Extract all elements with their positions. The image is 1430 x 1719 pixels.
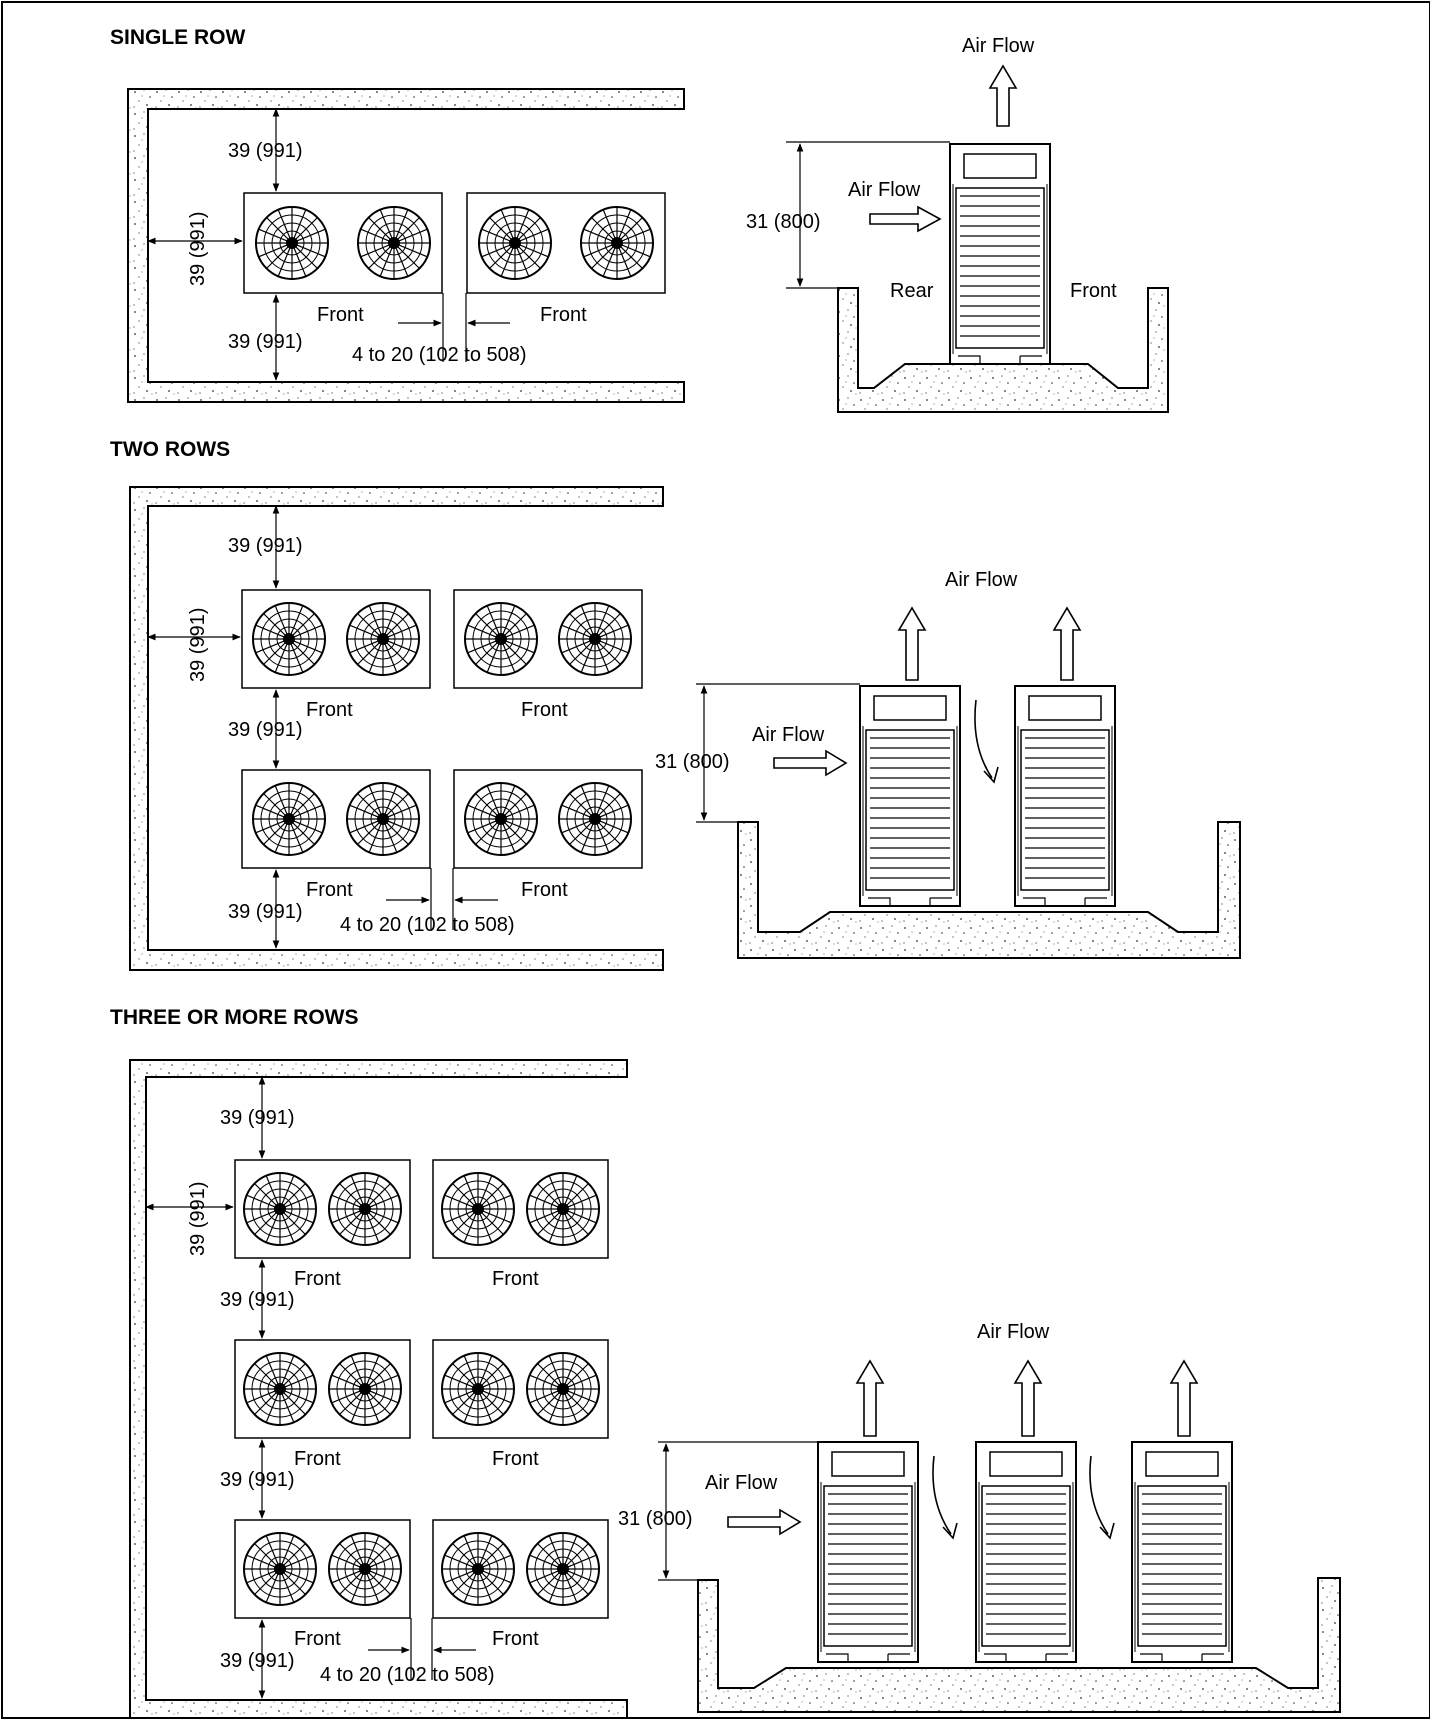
- dimension-label: 39 (991): [228, 719, 303, 741]
- gap-label: 4 to 20 (102 to 508): [340, 914, 515, 936]
- fan-icon: [346, 782, 420, 856]
- fan-icon: [243, 1352, 317, 1426]
- height-label: 31 (800): [618, 1508, 693, 1530]
- fan-icon: [558, 782, 632, 856]
- dimension-label: 39 (991): [228, 140, 303, 162]
- dimension-label: 39 (991): [228, 331, 303, 353]
- front-label: Front: [294, 1448, 341, 1470]
- outdoor-unit: [859, 685, 961, 907]
- two-rows-elevation: Air Flow Air Flow 31 (800): [655, 569, 1241, 959]
- fan-icon: [441, 1172, 515, 1246]
- fan-icon: [252, 602, 326, 676]
- dimension-label: 39 (991): [220, 1289, 295, 1311]
- fan-icon: [478, 206, 552, 280]
- fan-icon: [526, 1532, 600, 1606]
- fan-icon: [357, 206, 431, 280]
- front-label: Front: [540, 304, 587, 326]
- wall: [129, 1059, 628, 1718]
- dimension-label: 39 (991): [220, 1650, 295, 1672]
- front-label: Front: [306, 699, 353, 721]
- fan-icon: [252, 782, 326, 856]
- dimension-label: 39 (991): [220, 1469, 295, 1491]
- outdoor-unit: [949, 143, 1051, 365]
- front-label: Front: [492, 1628, 539, 1650]
- airflow-arrow-icon: [1052, 606, 1082, 681]
- dimension-label: 39 (991): [187, 1182, 209, 1257]
- fan-icon: [328, 1172, 402, 1246]
- dimension-label: 39 (991): [187, 212, 209, 287]
- fan-icon: [328, 1532, 402, 1606]
- height-label: 31 (800): [655, 751, 730, 773]
- dimension-label: 39 (991): [187, 608, 209, 683]
- fan-icon: [243, 1172, 317, 1246]
- front-label: Front: [317, 304, 364, 326]
- front-label: Front: [492, 1268, 539, 1290]
- airflow-arrow-icon: [869, 205, 942, 233]
- airflow-arrow-icon: [1013, 1359, 1043, 1437]
- fan-icon: [255, 206, 329, 280]
- heading-single-row: SINGLE ROW: [110, 26, 246, 49]
- dimension-label: 39 (991): [220, 1107, 295, 1129]
- single-row-elevation: Air Flow Air Flow 31 (800) Rear Front: [746, 35, 1169, 413]
- outdoor-unit: [975, 1441, 1077, 1663]
- single-row-plan: 39 (991) 39 (991) 39 (991) Front Front 4…: [127, 88, 685, 403]
- airflow-arrow-icon: [1169, 1359, 1199, 1437]
- airflow-arrow-icon: [773, 749, 848, 777]
- wall: [129, 486, 664, 971]
- front-label: Front: [521, 879, 568, 901]
- front-label: Front: [294, 1268, 341, 1290]
- three-rows-plan: 39 (991) 39 (991) 39 (991) 39 (991) 39 (…: [129, 1059, 628, 1718]
- fan-icon: [243, 1532, 317, 1606]
- front-label: Front: [521, 699, 568, 721]
- fan-icon: [526, 1172, 600, 1246]
- front-label: Front: [492, 1448, 539, 1470]
- fan-icon: [441, 1532, 515, 1606]
- downflow-arrow-icon: [1089, 1455, 1109, 1535]
- fan-icon: [558, 602, 632, 676]
- airflow-label: Air Flow: [848, 179, 921, 201]
- gap-arrows: [442, 293, 467, 362]
- two-rows-plan: 39 (991) 39 (991) 39 (991) 39 (991) Fron…: [129, 486, 664, 971]
- pit: [697, 1577, 1341, 1713]
- airflow-arrow-icon: [897, 606, 927, 681]
- heading-three-rows: THREE OR MORE ROWS: [110, 1006, 359, 1029]
- front-label: Front: [306, 879, 353, 901]
- outdoor-unit: [1014, 685, 1116, 907]
- rear-label: Rear: [890, 280, 934, 302]
- gap-arrows: [430, 868, 454, 930]
- pit: [837, 287, 1169, 413]
- airflow-arrow-icon: [855, 1359, 885, 1437]
- front-label: Front: [294, 1628, 341, 1650]
- downflow-arrow-icon: [974, 699, 993, 779]
- fan-icon: [328, 1352, 402, 1426]
- wall: [127, 88, 685, 403]
- airflow-label: Air Flow: [705, 1472, 778, 1494]
- fan-icon: [464, 602, 538, 676]
- airflow-label: Air Flow: [752, 724, 825, 746]
- downflow-arrow-icon: [932, 1455, 952, 1535]
- dimension-label: 39 (991): [228, 901, 303, 923]
- pit: [737, 821, 1241, 959]
- height-label: 31 (800): [746, 211, 821, 233]
- outdoor-unit: [1131, 1441, 1233, 1663]
- fan-icon: [464, 782, 538, 856]
- outdoor-unit: [817, 1441, 919, 1663]
- fan-icon: [526, 1352, 600, 1426]
- front-label: Front: [1070, 280, 1117, 302]
- airflow-arrow-icon: [988, 64, 1018, 127]
- airflow-label: Air Flow: [962, 35, 1035, 57]
- heading-two-rows: TWO ROWS: [110, 438, 231, 461]
- gap-arrows: [410, 1618, 433, 1680]
- fan-icon: [441, 1352, 515, 1426]
- fan-icon: [346, 602, 420, 676]
- airflow-arrow-icon: [727, 1508, 802, 1536]
- three-rows-elevation: Air Flow Air Flow 31 (800): [618, 1321, 1341, 1713]
- dimension-label: 39 (991): [228, 535, 303, 557]
- airflow-label: Air Flow: [945, 569, 1018, 591]
- gap-label: 4 to 20 (102 to 508): [352, 344, 527, 366]
- fan-icon: [580, 206, 654, 280]
- gap-label: 4 to 20 (102 to 508): [320, 1664, 495, 1686]
- airflow-label: Air Flow: [977, 1321, 1050, 1343]
